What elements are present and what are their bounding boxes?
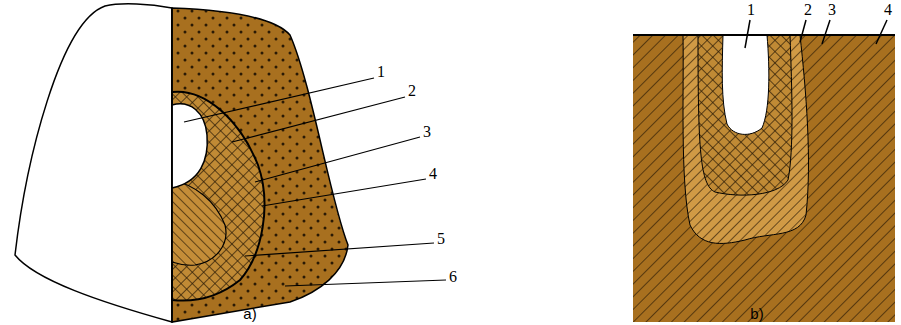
- callout-number: 3: [828, 2, 836, 18]
- callout-number: 1: [747, 2, 755, 18]
- callout-number: 1: [377, 64, 385, 80]
- figure-caption: b): [750, 306, 763, 321]
- callout-number: 6: [449, 269, 457, 285]
- figure-caption: a): [243, 306, 256, 321]
- callout-number: 3: [423, 124, 431, 140]
- callout-number: 4: [884, 2, 892, 18]
- callout-number: 2: [804, 2, 812, 18]
- callout-number: 5: [437, 231, 445, 247]
- callout-number: 4: [429, 166, 437, 182]
- callout-number: 2: [408, 83, 416, 99]
